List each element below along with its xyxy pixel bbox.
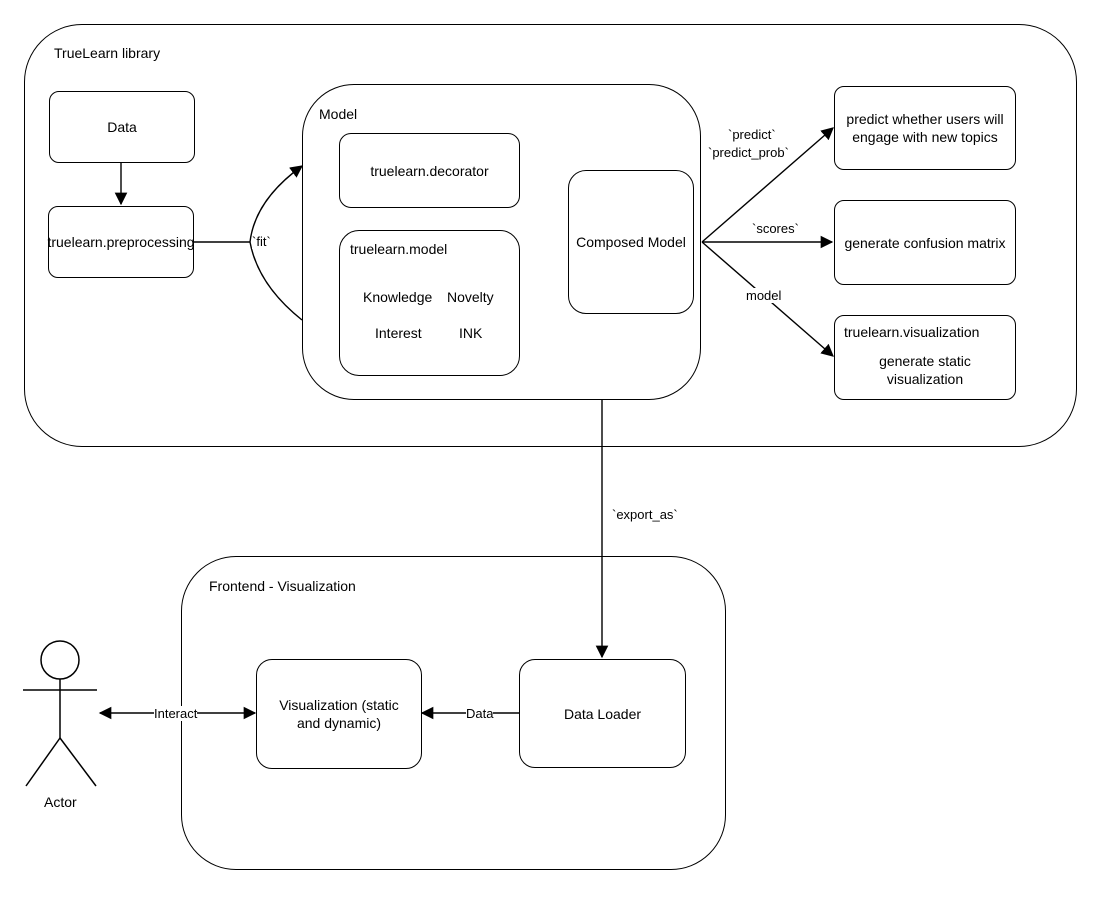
predict-node-label: predict whether users will engage with n…	[846, 111, 1004, 145]
edge-label-data: Data	[466, 706, 494, 721]
model-label: Model	[319, 106, 358, 122]
visualization-package-body: generate static visualization	[879, 353, 971, 387]
data-loader-node: Data Loader	[519, 659, 686, 768]
frontend-visualization-label: Visualization (static and dynamic)	[279, 697, 399, 731]
confusion-node: generate confusion matrix	[834, 200, 1016, 285]
edge-label-scores: `scores`	[752, 221, 799, 236]
frontend-label: Frontend - Visualization	[209, 578, 356, 594]
model-package-title: truelearn.model	[350, 241, 448, 257]
truelearn-library-label: TrueLearn library	[54, 45, 161, 61]
decorator-node: truelearn.decorator	[339, 133, 520, 208]
data-node-label: Data	[107, 119, 137, 135]
decorator-node-label: truelearn.decorator	[370, 162, 489, 179]
actor-figure	[23, 640, 97, 787]
preprocessing-node: truelearn.preprocessing	[47, 206, 195, 278]
model-item-ink: INK	[459, 325, 483, 341]
visualization-package-title: truelearn.visualization	[844, 324, 980, 340]
composed-model-label: Composed Model	[576, 234, 686, 250]
model-item-knowledge: Knowledge	[363, 289, 433, 305]
confusion-node-label: generate confusion matrix	[844, 234, 1006, 251]
edge-label-predict: `predict`	[728, 127, 776, 142]
edge-label-model: model	[746, 288, 782, 303]
frontend-visualization-node: Visualization (static and dynamic)	[256, 659, 422, 769]
actor-label: Actor	[44, 794, 77, 810]
edge-fit-model	[249, 165, 304, 243]
data-loader-label: Data Loader	[563, 705, 642, 722]
edge-composed-predict	[701, 127, 834, 243]
model-item-interest: Interest	[375, 325, 422, 341]
truelearn-library-container	[24, 24, 1077, 447]
edge-label-export: `export_as`	[612, 507, 678, 522]
edge-label-interact: Interact	[154, 706, 198, 721]
visualization-package-node: truelearn.visualization generate static …	[834, 315, 1016, 400]
edge-fit-model-lower	[249, 241, 303, 321]
predict-node: predict whether users will engage with n…	[834, 86, 1016, 170]
model-package-node: truelearn.model Knowledge Novelty Intere…	[339, 230, 520, 376]
data-node: Data	[49, 91, 195, 163]
model-item-novelty: Novelty	[447, 289, 494, 305]
preprocessing-node-label: truelearn.preprocessing	[47, 234, 195, 250]
edge-label-predict-prob: `predict_prob`	[708, 145, 789, 160]
composed-model-node: Composed Model	[568, 170, 694, 314]
edge-label-fit: `fit`	[252, 234, 271, 249]
